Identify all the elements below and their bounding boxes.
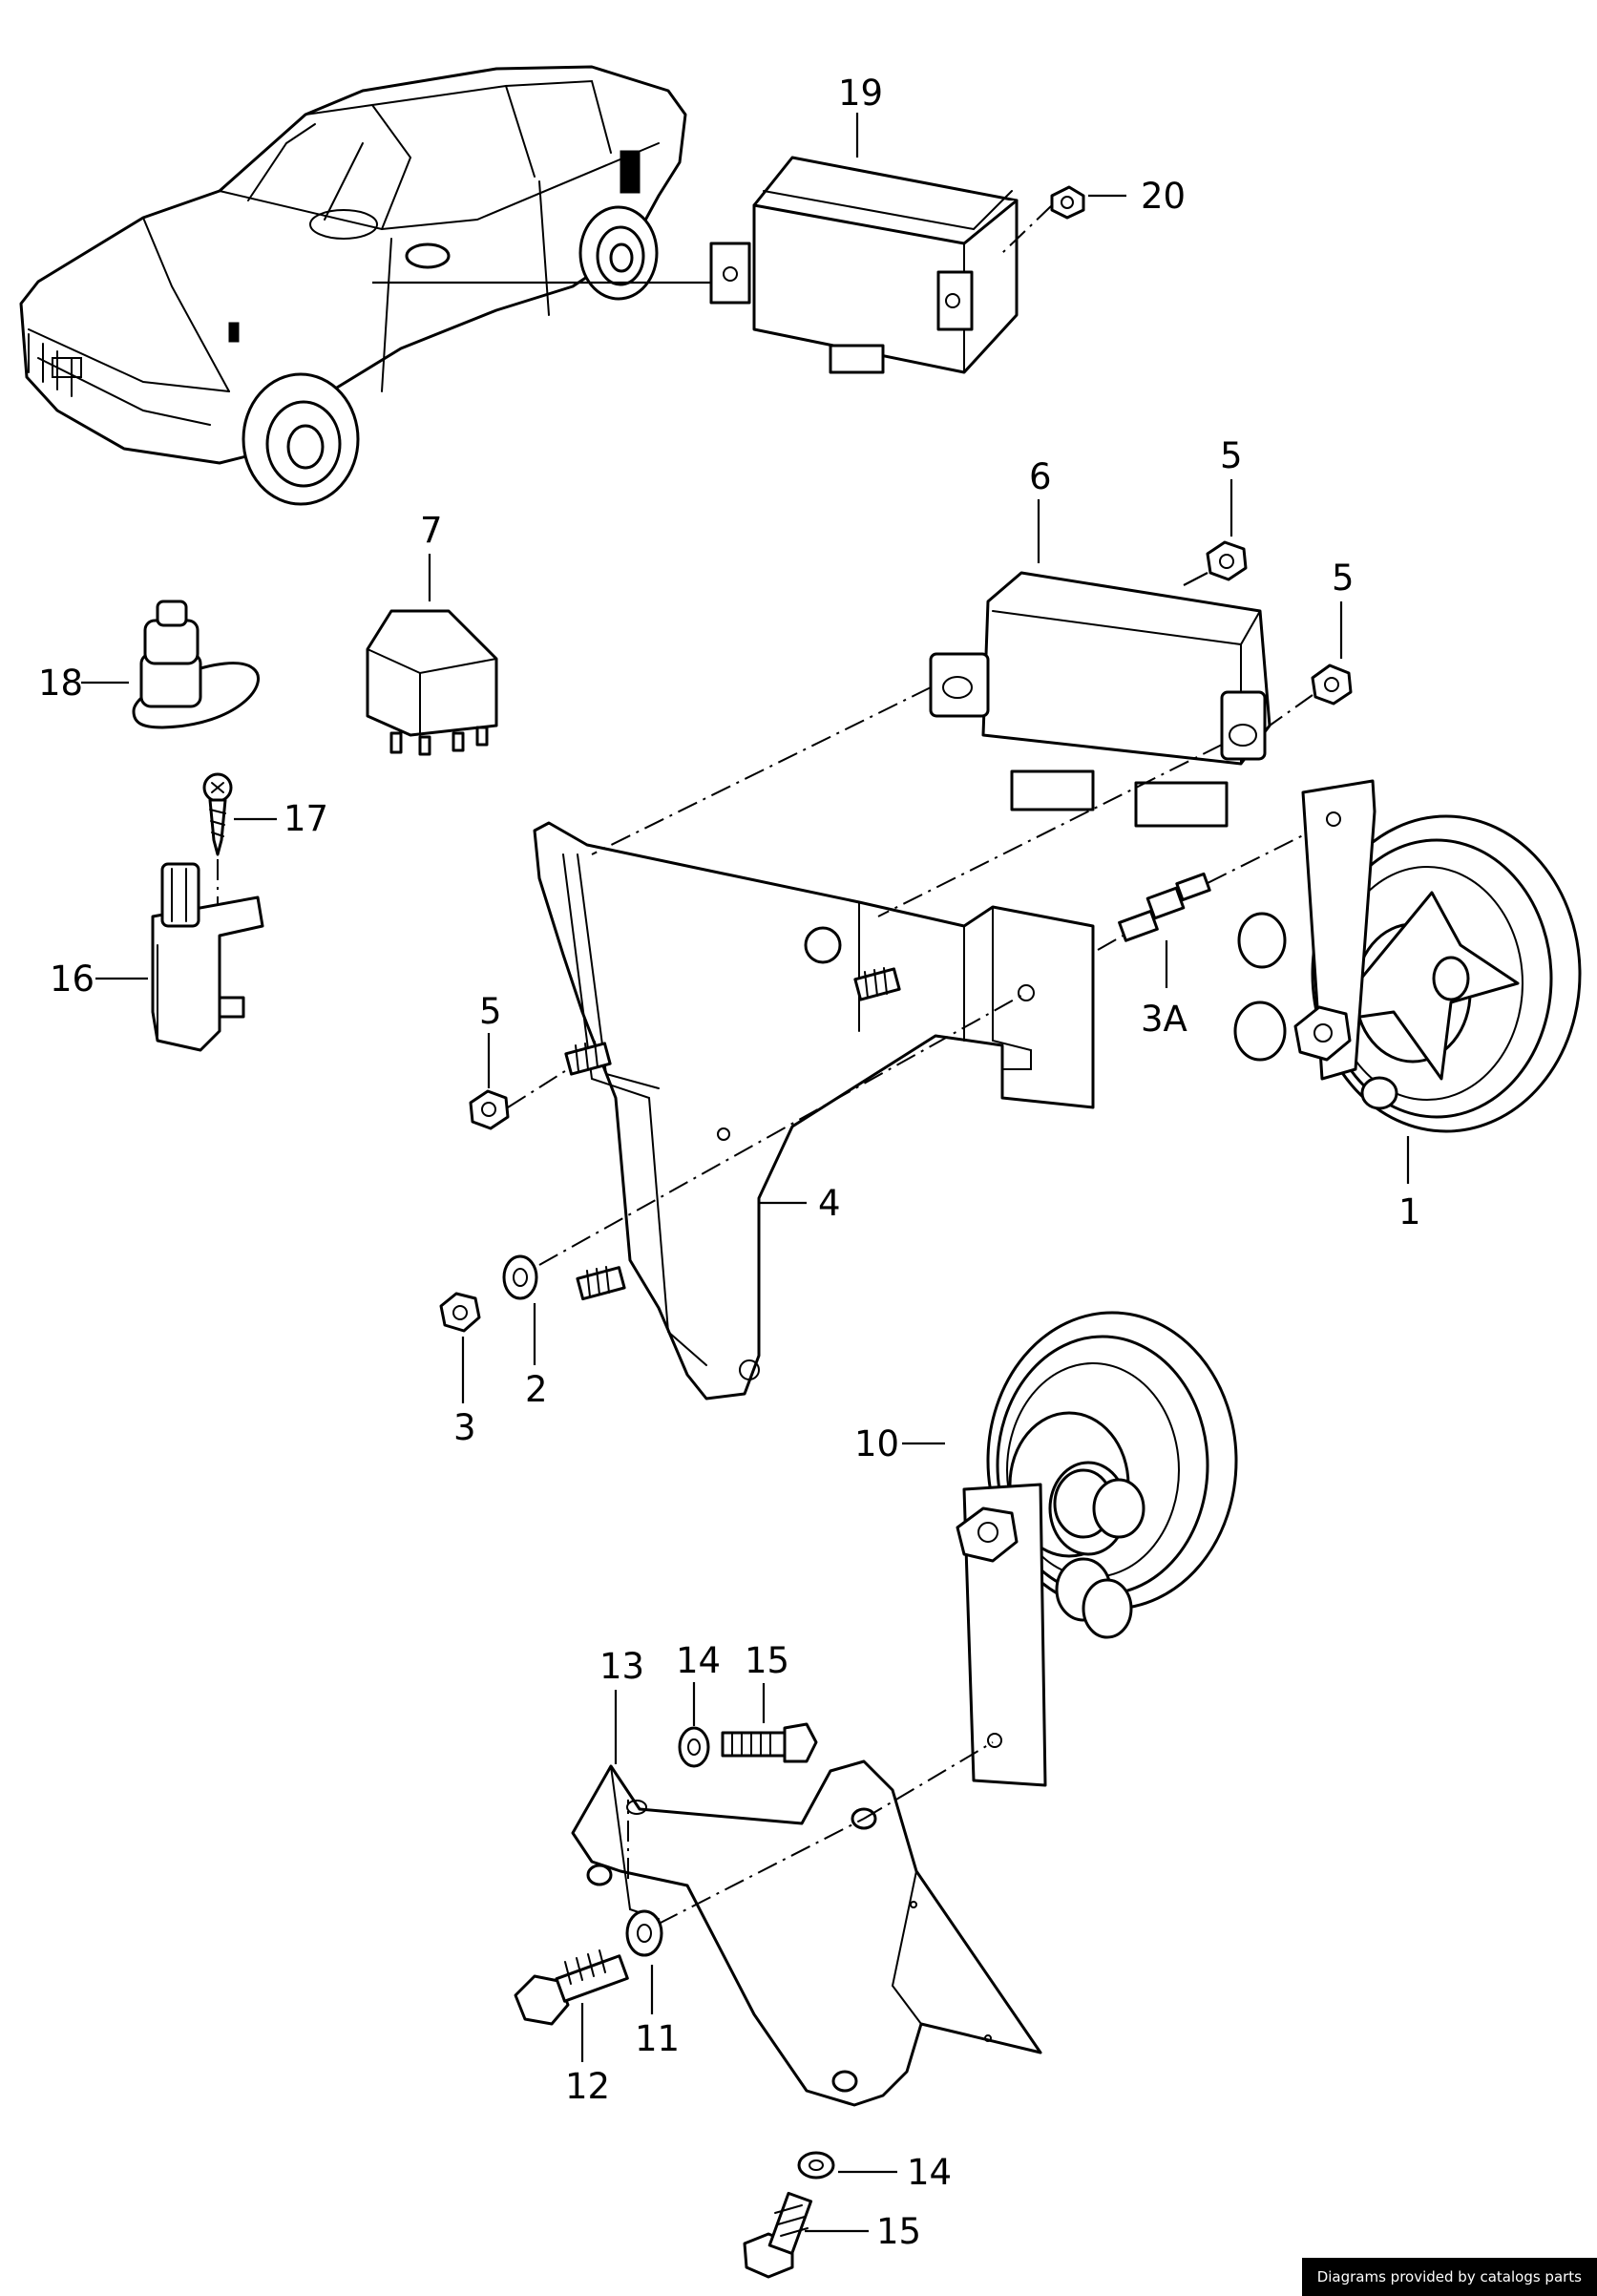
callout-15-upper: 15 (745, 1640, 789, 1681)
part-19-control-unit (709, 156, 1019, 374)
car-illustration (19, 65, 687, 506)
part-3-nut (439, 1292, 481, 1333)
callout-20: 20 (1141, 176, 1186, 217)
part-10-horn (956, 1311, 1238, 1787)
part-3a-connector (1118, 872, 1211, 942)
part-11-washer (625, 1909, 663, 1957)
callout-5-left: 5 (479, 991, 502, 1032)
part-2-washer (502, 1254, 538, 1300)
part-20-nut (1050, 185, 1085, 220)
callout-17: 17 (284, 798, 328, 839)
callout-12: 12 (565, 2066, 610, 2107)
callout-11: 11 (635, 2018, 680, 2059)
callout-5-upper: 5 (1220, 435, 1243, 476)
part-15-bolt-lower (743, 2191, 813, 2279)
part-1-horn (1233, 779, 1582, 1133)
part-5-nut-left (469, 1089, 510, 1130)
callout-6: 6 (1029, 456, 1052, 497)
callout-2: 2 (525, 1369, 548, 1410)
callout-1: 1 (1398, 1191, 1421, 1232)
part-14-washer-upper (678, 1726, 710, 1768)
part-13-bracket (571, 1759, 1042, 2107)
part-17-screw (202, 772, 233, 856)
part-14-washer-lower (797, 2151, 835, 2180)
part-16-switch (151, 862, 264, 1052)
callout-15-lower: 15 (876, 2211, 921, 2252)
callout-19: 19 (838, 73, 883, 114)
credit-banner: Diagrams provided by catalogs parts (1301, 2258, 1597, 2296)
stud-left (564, 1041, 612, 1076)
part-5-nut-right (1311, 664, 1353, 706)
callout-10: 10 (854, 1423, 899, 1464)
callout-4: 4 (818, 1183, 841, 1224)
stud-center (853, 967, 901, 1001)
part-6-control-unit (929, 571, 1271, 828)
callout-5-right: 5 (1332, 558, 1355, 599)
callout-18: 18 (38, 663, 83, 704)
callout-3a: 3A (1141, 999, 1187, 1040)
callout-16: 16 (50, 958, 95, 1000)
part-15-bolt-upper (721, 1722, 818, 1763)
part-18-grommet (132, 600, 260, 729)
part-7-relay (366, 609, 498, 756)
callout-7: 7 (420, 510, 443, 551)
stud-lower (576, 1266, 626, 1301)
part-5-nut-upper (1206, 540, 1248, 581)
callout-14-upper: 14 (676, 1640, 721, 1681)
callout-3: 3 (453, 1407, 476, 1448)
callout-13: 13 (599, 1646, 644, 1687)
callout-14-lower: 14 (907, 2152, 952, 2193)
part-12-bolt (514, 1949, 629, 2026)
